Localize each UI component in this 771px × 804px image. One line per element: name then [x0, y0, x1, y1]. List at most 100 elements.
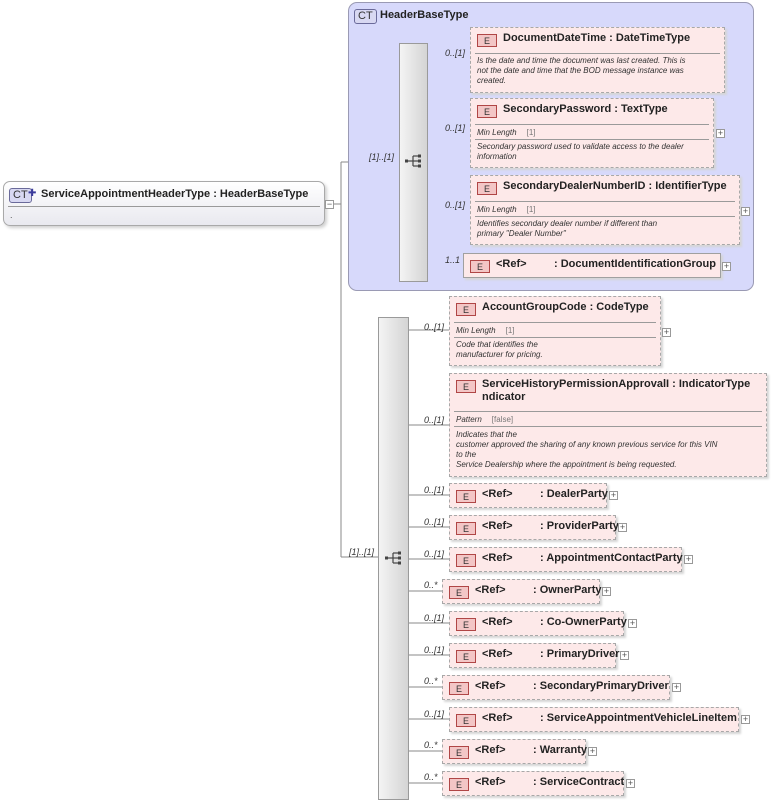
ext-sequence-cardinality: [1]..[1]	[349, 547, 375, 557]
element-service-history-permission-approval-indicator[interactable]: E ServiceHistoryPermissionApprovalI : In…	[449, 373, 767, 477]
element-appointment-contact-party[interactable]: E <Ref>: AppointmentContactParty	[449, 547, 683, 572]
expand-icon[interactable]: +	[722, 261, 731, 271]
type-sep: :	[589, 301, 594, 313]
sequence-icon	[405, 154, 421, 168]
expand-icon[interactable]: +	[602, 586, 611, 596]
element-icon: E	[449, 746, 469, 759]
element-co-owner-party[interactable]: E <Ref>: Co-OwnerParty	[449, 611, 627, 636]
element-icon: E	[470, 260, 490, 273]
ref-label: <Ref>	[496, 258, 527, 270]
element-cardinality: 0..[1]	[424, 645, 445, 655]
element-icon: E	[456, 554, 476, 567]
element-name-text: ServiceAppointmentVehicleLineItem	[546, 712, 737, 724]
facet-label: Min Length	[477, 128, 517, 137]
facet-label: Min Length	[477, 205, 517, 214]
element-name-text: DealerParty	[546, 488, 608, 500]
type-sep: :	[540, 488, 544, 500]
element-cardinality: 0..*	[424, 580, 438, 590]
complex-type-icon: CT	[9, 188, 32, 203]
element-type: IdentifierType	[655, 180, 727, 192]
expand-icon[interactable]: +	[741, 714, 750, 724]
element-document-identification-group[interactable]: E <Ref>: DocumentIdentificationGroup	[463, 253, 721, 278]
facet-value: [1]	[505, 326, 515, 335]
ref-label: <Ref>	[482, 616, 513, 628]
element-cardinality: 0..*	[424, 772, 438, 782]
expand-icon[interactable]: +	[716, 128, 725, 138]
element-icon: E	[449, 682, 469, 695]
element-doc: Identifies secondary dealer number if di…	[477, 219, 658, 238]
type-sep: :	[672, 378, 676, 390]
element-name: <Ref>: OwnerParty	[475, 584, 601, 596]
expand-icon[interactable]: +	[672, 682, 681, 692]
element-cardinality: 0..[1]	[424, 517, 445, 527]
element-name: <Ref>: ProviderParty	[482, 520, 619, 532]
ref-label: <Ref>	[482, 712, 513, 724]
element-account-group-code[interactable]: E AccountGroupCode : CodeType Min Length…	[449, 296, 661, 366]
type-sep: :	[614, 103, 618, 115]
expand-icon[interactable]: +	[626, 778, 635, 788]
type-sep: :	[540, 712, 544, 724]
element-document-date-time[interactable]: E DocumentDateTime : DateTimeType Is the…	[470, 27, 725, 93]
expand-icon[interactable]: +	[588, 746, 597, 756]
element-secondary-primary-driver[interactable]: E <Ref>: SecondaryPrimaryDriver	[442, 675, 670, 700]
facet-value: [1]	[526, 128, 536, 137]
element-facet: Pattern[false]	[456, 415, 513, 424]
type-sep: :	[540, 648, 544, 660]
element-name: <Ref>: Co-OwnerParty	[482, 616, 627, 628]
element-name-text: OwnerParty	[539, 584, 602, 596]
element-icon: E	[449, 778, 469, 791]
facet-value: [1]	[526, 205, 536, 214]
element-secondary-dealer-number-id[interactable]: E SecondaryDealerNumberID : IdentifierTy…	[470, 175, 740, 245]
element-name-text: DocumentDateTime	[503, 32, 607, 44]
element-name: <Ref>: Warranty	[475, 744, 587, 756]
element-primary-driver[interactable]: E <Ref>: PrimaryDriver	[449, 643, 620, 668]
element-service-appointment-vehicle-line-item[interactable]: E <Ref>: ServiceAppointmentVehicleLineIt…	[449, 707, 739, 732]
facet-value: [false]	[491, 415, 514, 424]
element-provider-party[interactable]: E <Ref>: ProviderParty	[449, 515, 619, 540]
type-sep: :	[648, 180, 653, 192]
root-name: ServiceAppointmentHeaderType	[41, 188, 211, 200]
sequence-icon	[385, 551, 401, 565]
element-owner-party[interactable]: E <Ref>: OwnerParty	[442, 579, 601, 604]
element-secondary-password[interactable]: E SecondaryPassword : TextType Min Lengt…	[470, 98, 714, 168]
element-divider	[475, 201, 735, 202]
type-sep: :	[533, 776, 537, 788]
element-name-text: DocumentIdentificationGroup	[560, 258, 716, 270]
type-sep: :	[533, 744, 537, 756]
expand-icon[interactable]: +	[620, 650, 629, 660]
root-complex-type[interactable]: CT ✚ ServiceAppointmentHeaderType : Head…	[3, 181, 325, 226]
element-service-contract[interactable]: E <Ref>: ServiceContract	[442, 771, 624, 796]
element-warranty[interactable]: E <Ref>: Warranty	[442, 739, 587, 764]
element-type: TextType	[621, 103, 668, 115]
element-doc: Secondary password used to validate acce…	[477, 142, 684, 161]
element-name: <Ref>: AppointmentContactParty	[482, 552, 683, 564]
element-dealer-party[interactable]: E <Ref>: DealerParty	[449, 483, 608, 508]
element-facet: Min Length[1]	[456, 326, 515, 335]
expand-icon[interactable]: +	[609, 490, 618, 500]
element-type: IndicatorType	[678, 378, 751, 390]
type-sep: :	[554, 258, 558, 270]
element-cardinality: 0..[1]	[424, 322, 445, 332]
element-name: DocumentDateTime : DateTimeType	[503, 32, 690, 44]
ref-label: <Ref>	[482, 520, 513, 532]
type-sep: :	[540, 552, 544, 564]
element-name-text: Warranty	[539, 744, 588, 756]
expand-icon[interactable]: +	[684, 554, 693, 564]
expand-icon[interactable]: +	[618, 522, 627, 532]
element-name-text: SecondaryPassword	[503, 103, 612, 115]
type-sep: :	[540, 616, 544, 628]
element-cardinality: 0..[1]	[424, 485, 445, 495]
expand-icon[interactable]: +	[662, 327, 671, 337]
expand-icon[interactable]: +	[628, 618, 637, 628]
base-sequence-cardinality: [1]..[1]	[369, 152, 395, 162]
element-cardinality: 0..[1]	[424, 709, 445, 719]
element-doc: Is the date and time the document was la…	[477, 56, 686, 85]
expand-icon[interactable]: +	[741, 206, 750, 216]
element-name-text: Co-OwnerParty	[546, 616, 627, 628]
element-doc: Code that identifies the manufacturer fo…	[456, 340, 543, 359]
element-divider	[454, 411, 762, 412]
element-icon: E	[477, 105, 497, 118]
element-icon: E	[456, 522, 476, 535]
element-name-text: ServiceHistoryPermissionApprovalI	[482, 378, 670, 390]
root-collapse-icon[interactable]: −	[325, 199, 334, 209]
